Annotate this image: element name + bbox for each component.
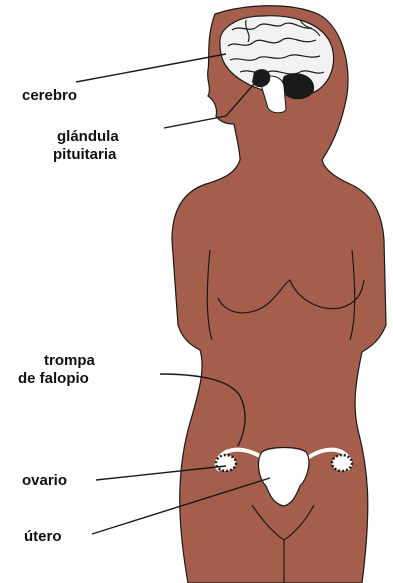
ovary-right: [332, 455, 352, 471]
label-pituitary-line2: pituitaria: [53, 146, 116, 163]
label-pituitary-line1: glándula: [57, 128, 119, 145]
label-uterus: útero: [24, 528, 62, 545]
label-fallopian-line1: trompa: [44, 352, 95, 369]
pointer-brain: [76, 54, 226, 82]
label-fallopian-line2: de falopio: [18, 370, 89, 387]
label-brain: cerebro: [22, 87, 77, 104]
label-ovary: ovario: [22, 472, 67, 489]
ovary-left: [216, 455, 236, 471]
